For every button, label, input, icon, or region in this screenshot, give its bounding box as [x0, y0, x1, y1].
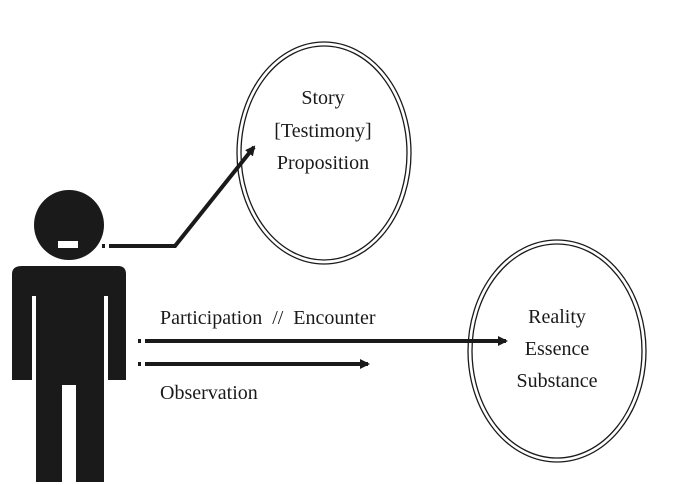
reality-bubble-inner-ring: [471, 243, 643, 459]
story-line-3: Proposition: [277, 152, 369, 174]
reality-line-1: Reality: [528, 306, 586, 328]
reality-line-3: Substance: [516, 370, 597, 392]
person-head: [34, 190, 104, 260]
reality-bubble: Reality Essence Substance: [467, 239, 647, 463]
person-figure-icon: [12, 190, 126, 482]
person-body: [12, 266, 126, 482]
reality-bubble-outer-ring: [467, 239, 647, 463]
reality-line-2: Essence: [525, 338, 590, 360]
story-bubble-inner-ring: [240, 45, 408, 261]
story-line-2: [Testimony]: [274, 120, 371, 142]
participation-label: Participation // Encounter: [160, 307, 376, 329]
person-mouth: [58, 241, 78, 248]
story-arrow: [102, 145, 256, 248]
story-bubble-outer-ring: [236, 41, 412, 265]
story-arrow-line: [109, 145, 256, 248]
story-bubble: Story [Testimony] Proposition: [236, 41, 412, 265]
story-line-1: Story: [301, 87, 344, 109]
observation-label: Observation: [160, 382, 258, 404]
